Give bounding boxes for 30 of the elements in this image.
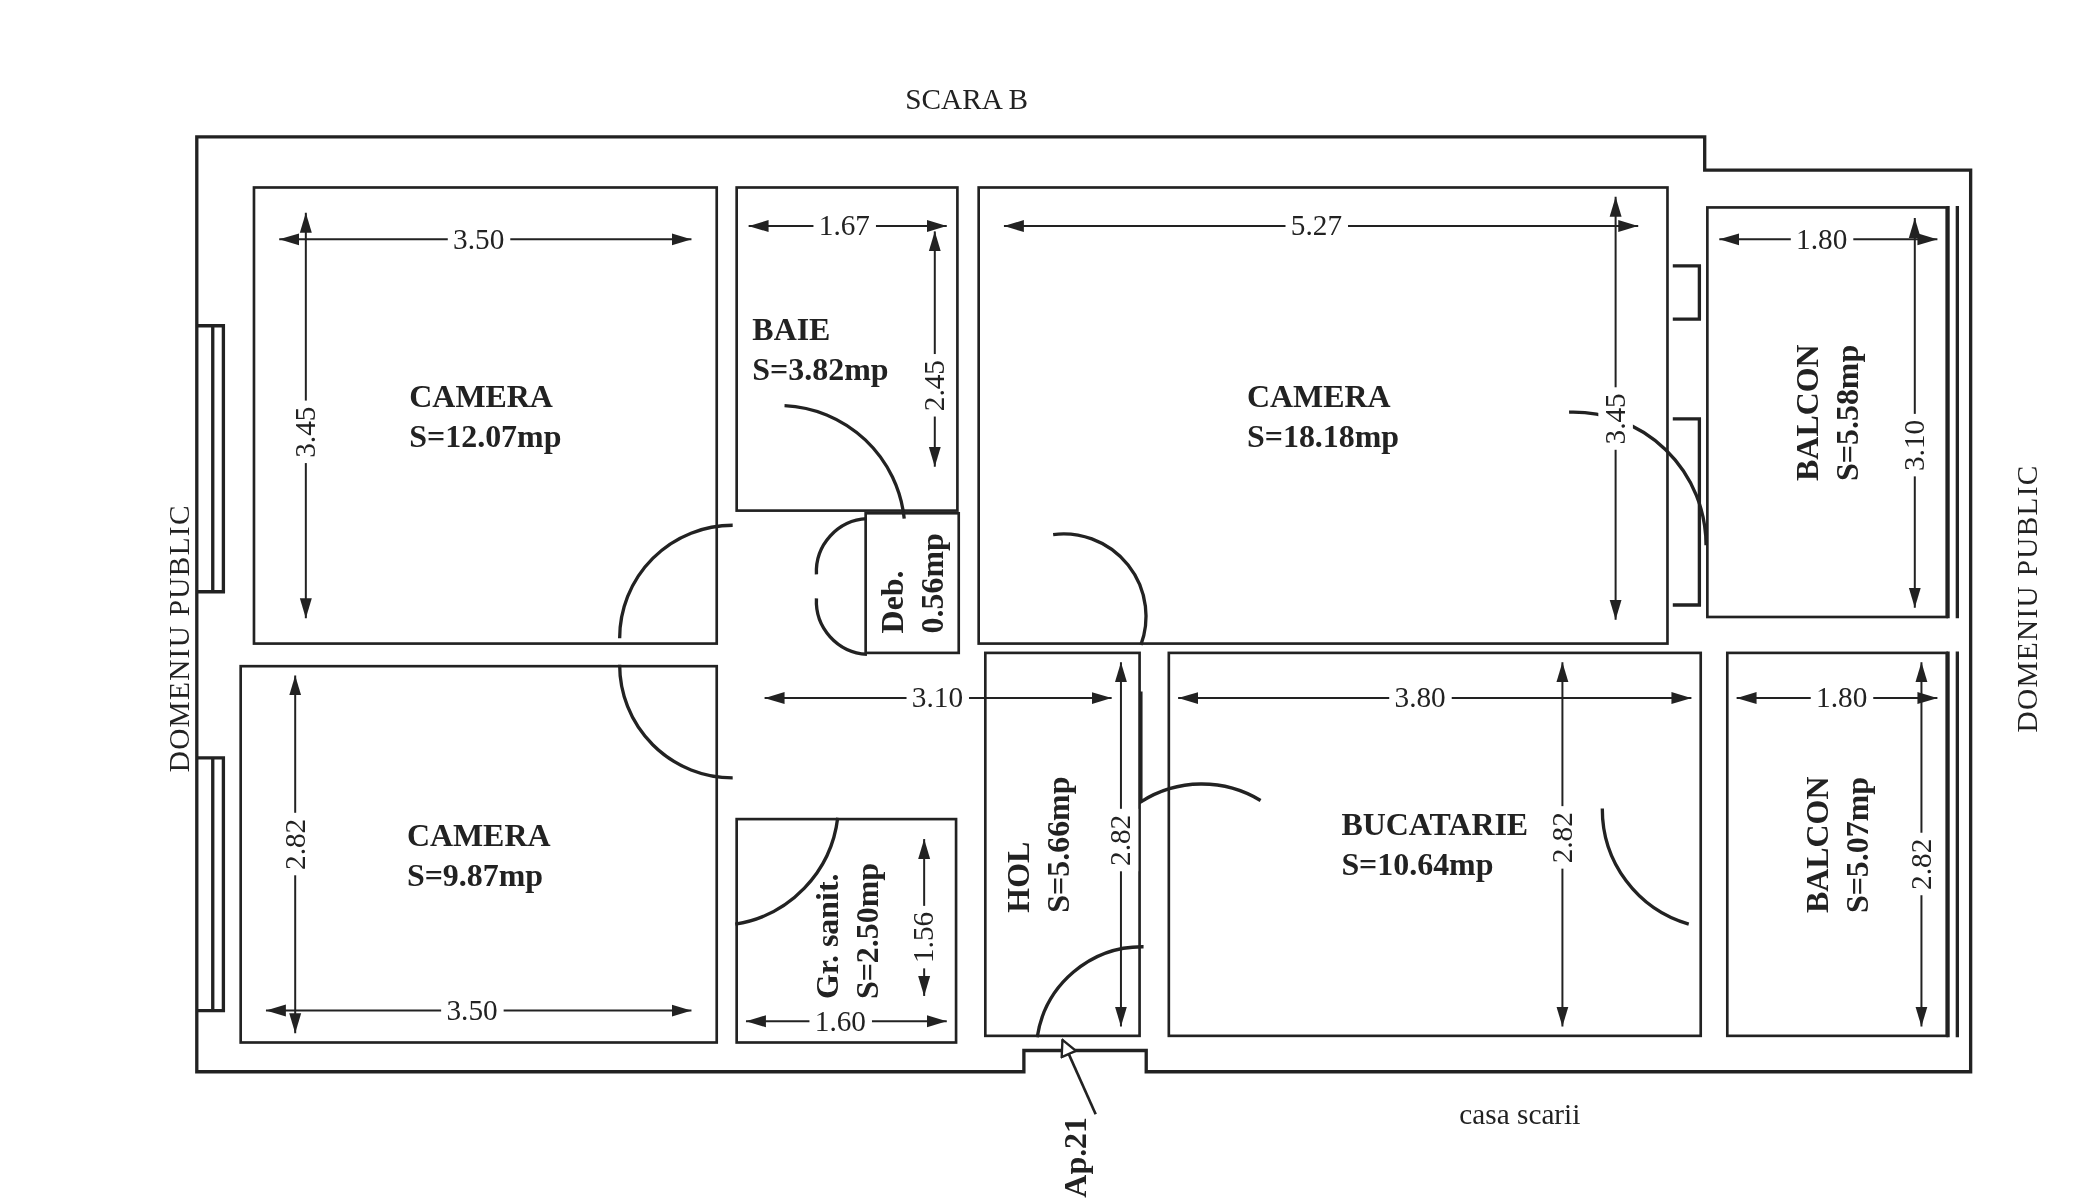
apartment-number: Ap.21 [1058, 1116, 1095, 1198]
room-area: S=12.07mp [409, 415, 562, 456]
room-name: BALCON [1788, 343, 1826, 481]
entrance-arrow [1060, 1038, 1097, 1115]
room-name: BUCATARIE [1341, 806, 1529, 844]
area-label: DOMENIU PUBLIC [162, 504, 197, 773]
room-name: BAIE [752, 310, 831, 349]
room-name: Deb. [873, 570, 911, 634]
room-name: CAMERA [1247, 377, 1391, 415]
room-outline [1167, 651, 1703, 1038]
room-area: S=2.50mp [846, 862, 887, 999]
room-name: HOL [1000, 841, 1037, 913]
room-area: S=9.87mp [406, 854, 543, 895]
room-name: CAMERA [409, 377, 553, 415]
room-name: CAMERA [406, 816, 551, 854]
dimension-label: 3.45 [1598, 387, 1633, 450]
room-area: S=5.58mp [1827, 344, 1867, 481]
room-area: S=5.66mp [1038, 776, 1079, 913]
room-outline [864, 511, 961, 655]
room-area: S=10.64mp [1341, 844, 1494, 885]
room-area: 0.56mp [912, 533, 953, 634]
room-area: S=5.07mp [1837, 776, 1877, 913]
area-label: SCARA B [905, 82, 1029, 117]
room-area: S=3.82mp [752, 349, 889, 389]
room-outline [1726, 651, 1949, 1038]
room-name: BALCON [1798, 776, 1836, 913]
room-name: Gr. sanit. [808, 873, 845, 999]
area-label: DOMENIU PUBLIC [2010, 464, 2045, 733]
room-area: S=18.18mp [1247, 415, 1400, 456]
area-label: casa scarii [1459, 1097, 1581, 1132]
